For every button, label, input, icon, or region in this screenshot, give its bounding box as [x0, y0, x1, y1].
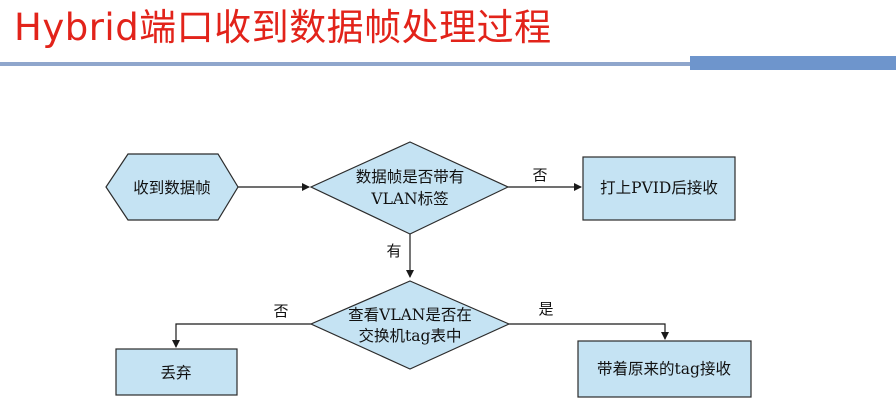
- discard-shape: [115, 348, 238, 396]
- slide-title: Hybrid端口收到数据帧处理过程: [14, 6, 552, 49]
- decision1-label-line2: VLAN标签: [370, 190, 448, 208]
- decision1-shape: [309, 141, 510, 235]
- accept-pvid-label: 打上PVID后接收: [600, 179, 718, 197]
- start-node-shape: [105, 153, 239, 221]
- decision2-shape: [309, 280, 511, 370]
- decision2-label-line2: 交换机tag表中: [359, 327, 462, 345]
- decision1-no-label: 否: [532, 166, 547, 184]
- edge-decision2-no: [172, 323, 311, 348]
- accept-pvid-shape: [582, 156, 736, 221]
- decision2-yes-label: 是: [538, 300, 553, 318]
- decision2-label-line1: 查看VLAN是否在: [348, 306, 472, 324]
- accept-tag-shape: [577, 340, 752, 398]
- title-accent-bar: [690, 56, 896, 70]
- discard-label: 丢弃: [160, 364, 191, 382]
- title-underline: [0, 62, 690, 66]
- start-node-label: 收到数据帧: [133, 179, 211, 197]
- decision1-label-line1: 数据帧是否带有: [356, 168, 465, 186]
- decision1-yes-label: 有: [386, 242, 401, 260]
- decision2-no-label: 否: [273, 302, 288, 320]
- accept-tag-label: 带着原来的tag接收: [597, 360, 731, 378]
- edge-decision2-yes: [509, 323, 669, 340]
